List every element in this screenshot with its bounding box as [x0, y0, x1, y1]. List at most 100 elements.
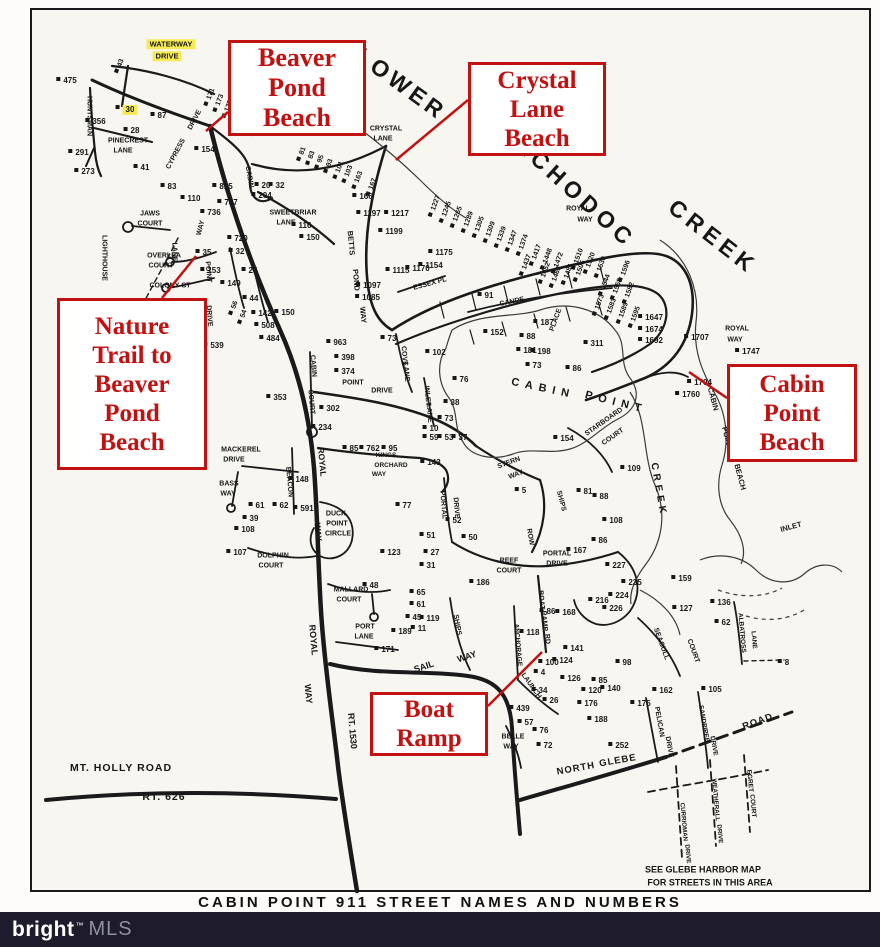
street-label: LANE [354, 633, 374, 641]
house-number: 204 [251, 191, 272, 200]
house-number: 91 [477, 291, 494, 300]
house-number: 61 [248, 501, 265, 510]
callout-line: Beach [759, 428, 825, 456]
house-number: 1115 [385, 266, 410, 275]
house-number: 81 [576, 487, 593, 496]
street-label: BASS [219, 480, 239, 488]
house-number: 141 [563, 644, 584, 653]
house-number: 87 [150, 111, 167, 120]
house-number: 149 [220, 279, 241, 288]
street-label: BELLE [501, 733, 525, 741]
map-title: CABIN POINT 911 STREET NAMES AND NUMBERS [198, 894, 682, 911]
house-number: 963 [326, 338, 347, 347]
house-number: 5 [513, 486, 527, 495]
house-number: 187 [533, 318, 554, 327]
trademark-symbol: ™ [75, 920, 84, 930]
house-number: 109 [620, 464, 641, 473]
street-label: RT. 626 [142, 790, 186, 803]
house-number: 162 [652, 686, 673, 695]
house-number: 311 [583, 339, 604, 348]
house-number: 48 [362, 581, 379, 590]
street-label: REEF [499, 557, 519, 565]
house-number: 32 [228, 247, 245, 256]
house-number: 175 [630, 699, 651, 708]
street-label: MALLARD [333, 586, 369, 594]
house-number: 62 [272, 501, 289, 510]
house-number: 59 [422, 433, 439, 442]
house-number: 1692 [638, 336, 663, 345]
street-label: WAY [220, 490, 236, 498]
house-number: 30 [115, 105, 138, 115]
house-number: 302 [319, 404, 340, 413]
house-number: 736 [200, 208, 221, 217]
street-label: KINGS [375, 451, 397, 459]
house-number: 53 [437, 433, 454, 442]
street-label: SWEETBRIAR [269, 209, 317, 217]
house-number: 166 [352, 192, 373, 201]
house-number: 41 [133, 163, 150, 172]
callout-line: Trail to [92, 341, 172, 369]
house-number: 126 [560, 674, 581, 683]
house-number: 1707 [684, 333, 709, 342]
house-number: 20 [254, 181, 271, 190]
house-number: 720 [227, 234, 248, 243]
house-number: 73 [437, 414, 454, 423]
house-number: 356 [85, 117, 106, 126]
house-number: 108 [234, 525, 255, 534]
house-number: 85 [591, 676, 608, 685]
house-number: 25 [241, 266, 258, 275]
house-number: 83 [160, 182, 177, 191]
house-number: 120 [581, 686, 602, 695]
house-number: 32 [268, 181, 285, 190]
house-number: 168 [555, 608, 576, 617]
house-number: 88 [519, 332, 536, 341]
house-number: 291 [68, 148, 89, 157]
street-label: SEE GLEBE HARBOR MAP [644, 864, 762, 875]
callout-line: Beach [263, 103, 331, 133]
street-label: PORTAL [542, 550, 572, 558]
house-number: 26 [542, 696, 559, 705]
street-label: COURT [336, 596, 362, 604]
street-label: CIRCLE [324, 530, 352, 538]
house-number: 1674 [638, 325, 663, 334]
street-label: POINT [326, 520, 348, 528]
house-number: 171 [374, 645, 395, 654]
house-number: 1197 [356, 209, 381, 218]
house-number: 86 [539, 607, 556, 616]
house-number: 159 [671, 574, 692, 583]
house-number: 439 [509, 704, 530, 713]
house-number: 28 [123, 126, 140, 135]
house-number: 252 [608, 741, 629, 750]
house-number: 8 [776, 658, 790, 667]
street-label: ROYAL [725, 325, 749, 333]
house-number: 38 [443, 398, 460, 407]
house-number: 31 [419, 561, 436, 570]
house-number: 86 [565, 364, 582, 373]
street-label: DOLPHIN [257, 552, 289, 560]
house-number: 181 [516, 346, 537, 355]
house-number: 65 [409, 588, 426, 597]
street-label: DRIVE [223, 456, 245, 464]
street-label: JAWS [140, 210, 160, 218]
street-label: COURT [496, 567, 522, 575]
house-number: 72 [536, 741, 553, 750]
street-label: MACKEREL [221, 446, 261, 454]
house-number: 1097 [356, 281, 381, 290]
callout-line: Beaver [94, 370, 170, 398]
house-number: 143 [420, 458, 441, 467]
house-number: 150 [274, 308, 295, 317]
street-label: LANE [276, 219, 296, 227]
house-number: 77 [395, 501, 412, 510]
house-number: 142 [251, 309, 272, 318]
street-label: WAY [727, 336, 743, 344]
street-label: DRIVE [152, 51, 182, 61]
street-label: COURT [137, 220, 163, 228]
house-number: 62 [714, 618, 731, 627]
house-number: 188 [587, 715, 608, 724]
house-number: 1217 [384, 209, 409, 218]
house-number: 374 [334, 367, 355, 376]
house-number: 108 [602, 516, 623, 525]
house-number: 189 [391, 627, 412, 636]
